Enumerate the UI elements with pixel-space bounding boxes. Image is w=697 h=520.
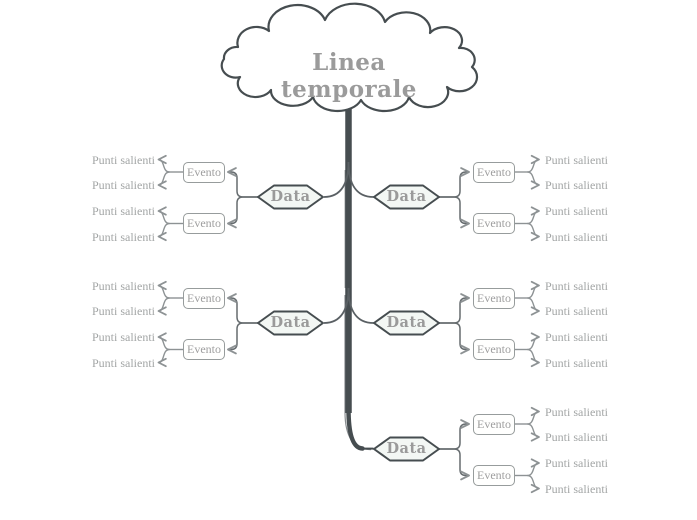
data-node[interactable]: Data — [270, 314, 311, 331]
event-node[interactable]: Evento — [183, 213, 225, 234]
highlight-label[interactable]: Punti salienti — [92, 355, 155, 370]
highlight-label[interactable]: Punti salienti — [545, 404, 608, 419]
data-node-shape — [373, 310, 440, 336]
trunk-curve — [346, 406, 365, 451]
data-node-shape — [257, 184, 324, 210]
data-node[interactable]: Data — [386, 188, 427, 205]
data-node-shape — [373, 436, 440, 462]
event-node[interactable]: Evento — [473, 339, 515, 360]
data-node[interactable]: Data — [270, 188, 311, 205]
highlight-label[interactable]: Punti salienti — [92, 304, 155, 318]
data-node-shape — [373, 184, 440, 210]
highlight-label[interactable]: Punti salienti — [545, 355, 608, 370]
event-highlight-connectors — [157, 154, 540, 494]
highlight-label[interactable]: Punti salienti — [545, 178, 608, 192]
highlight-label[interactable]: Punti salienti — [92, 278, 155, 293]
branch-connector — [347, 287, 374, 324]
event-node[interactable]: Evento — [473, 213, 515, 234]
data-node-shape — [257, 310, 324, 336]
cloud-shape — [220, 2, 479, 113]
highlight-label[interactable]: Punti salienti — [545, 304, 608, 318]
highlight-label[interactable]: Punti salienti — [92, 178, 155, 192]
event-node[interactable]: Evento — [473, 287, 515, 309]
highlight-label[interactable]: Punti salienti — [545, 330, 608, 344]
root-node[interactable]: Linea temporale — [281, 49, 417, 103]
highlight-label[interactable]: Punti salienti — [92, 229, 155, 244]
highlight-label[interactable]: Punti salienti — [545, 152, 608, 167]
highlight-label[interactable]: Punti salienti — [545, 430, 608, 444]
data-node[interactable]: Data — [386, 440, 427, 457]
data-node[interactable]: Data — [386, 314, 427, 331]
highlight-label[interactable]: Punti salienti — [92, 330, 155, 344]
event-node[interactable]: Evento — [473, 413, 515, 435]
highlight-label[interactable]: Punti salienti — [545, 229, 608, 244]
highlight-label[interactable]: Punti salienti — [545, 204, 608, 218]
highlight-label[interactable]: Punti salienti — [545, 481, 608, 496]
event-node[interactable]: Evento — [473, 465, 515, 486]
event-node[interactable]: Evento — [183, 287, 225, 309]
highlight-label[interactable]: Punti salienti — [92, 152, 155, 167]
event-node[interactable]: Evento — [473, 161, 515, 183]
event-node[interactable]: Evento — [183, 339, 225, 360]
highlight-label[interactable]: Punti salienti — [92, 204, 155, 218]
event-node[interactable]: Evento — [183, 161, 225, 183]
date-event-connectors — [227, 167, 470, 481]
highlight-label[interactable]: Punti salienti — [545, 456, 608, 470]
branch-connector — [347, 161, 374, 198]
highlight-label[interactable]: Punti salienti — [545, 278, 608, 293]
